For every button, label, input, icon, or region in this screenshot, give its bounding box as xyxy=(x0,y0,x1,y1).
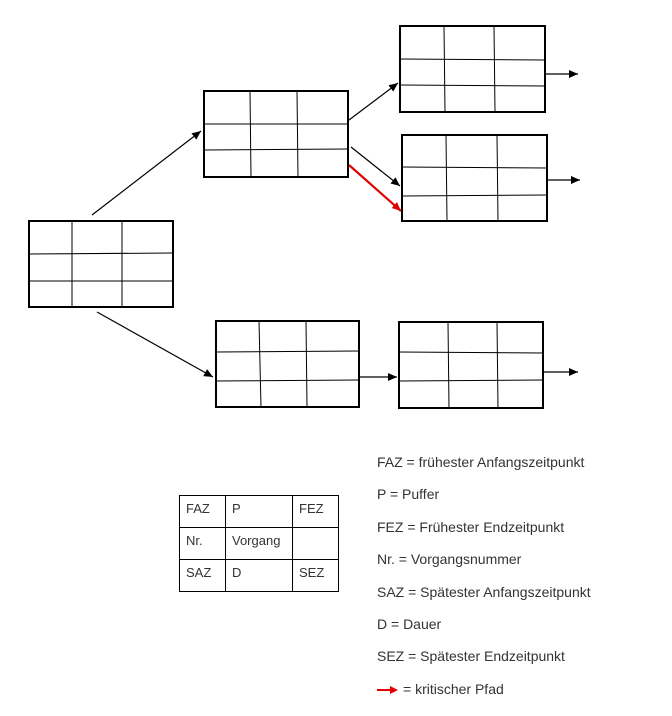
cell-faz: FAZ xyxy=(179,495,226,528)
arrow-a-to-b xyxy=(91,130,202,216)
cell-d: D xyxy=(225,559,293,592)
legend-row-middle: Nr. Vorgang xyxy=(179,527,339,560)
cell-sez: SEZ xyxy=(292,559,339,592)
legend-item-saz: SAZ = Spätester Anfangszeitpunkt xyxy=(377,583,591,600)
network-diagram xyxy=(28,25,580,409)
cell-empty xyxy=(292,527,339,560)
node-a xyxy=(28,220,174,308)
legend-item-sez: SEZ = Spätester Endzeitpunkt xyxy=(377,648,565,665)
legend-item-nr: Nr. = Vorgangsnummer xyxy=(377,551,522,568)
node-e xyxy=(215,320,360,408)
node-f xyxy=(398,321,544,409)
cell-p: P xyxy=(225,495,293,528)
arrow-b-to-c xyxy=(348,82,399,121)
legend-item-d: D = Dauer xyxy=(377,615,442,632)
red-arrow-icon xyxy=(377,679,403,701)
cell-vorgang: Vorgang xyxy=(225,527,293,560)
legend-row-bottom: SAZ D SEZ xyxy=(179,559,339,592)
node-b xyxy=(203,90,349,178)
legend-item-critical-path: = kritischer Pfad xyxy=(377,678,591,710)
critical-arrow-b-to-d xyxy=(348,164,402,212)
cell-saz: SAZ xyxy=(179,559,226,592)
node-d xyxy=(401,134,548,222)
arrow-b-to-d xyxy=(350,146,401,187)
abbreviation-legend: FAZ = frühester Anfangszeitpunkt P = Puf… xyxy=(377,451,591,710)
cell-nr: Nr. xyxy=(179,527,226,560)
node-c xyxy=(399,25,546,113)
node-legend-table: FAZ P FEZ Nr. Vorgang SAZ D SEZ xyxy=(179,495,339,592)
legend-row-top: FAZ P FEZ xyxy=(179,495,339,528)
legend-item-faz: FAZ = frühester Anfangszeitpunkt xyxy=(377,454,585,470)
legend-item-p: P = Puffer xyxy=(377,486,440,503)
arrow-a-to-e xyxy=(96,311,214,378)
cell-fez: FEZ xyxy=(292,495,339,528)
legend-item-fez: FEZ = Frühester Endzeitpunkt xyxy=(377,518,565,535)
